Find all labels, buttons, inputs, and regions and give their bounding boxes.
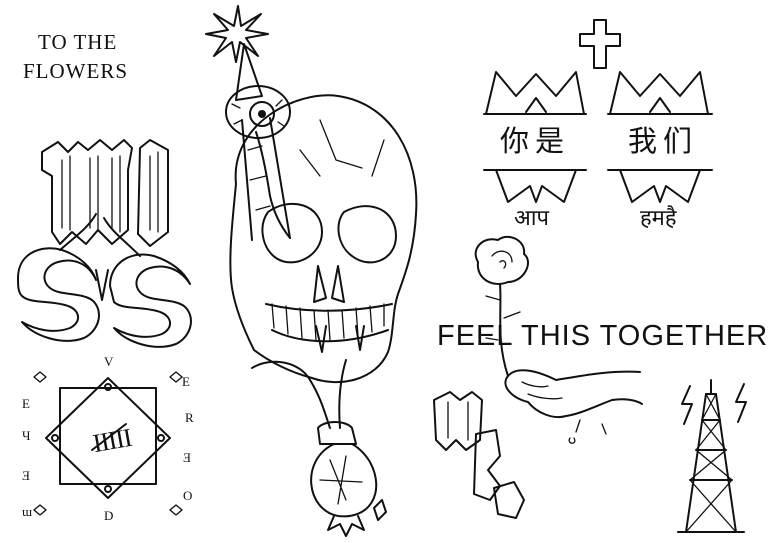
- blackletter-glyph-icon: [433, 391, 525, 519]
- headline-line-1: TO THE: [38, 30, 118, 54]
- sigil-glyph: R: [185, 410, 194, 425]
- sigil-glyph: ɯ: [22, 504, 33, 519]
- headline-line-2: FLOWERS: [23, 59, 129, 83]
- chinese-text-right: 我们: [628, 124, 699, 158]
- blackletter-monogram-icon: [17, 139, 192, 348]
- lightning-icon: [681, 383, 747, 425]
- sigil-glyph: Ǝ: [183, 450, 191, 465]
- cross-icon: [579, 19, 621, 69]
- caption-text: FEEL THIS TOGETHER: [437, 320, 768, 352]
- sigil-glyph: Ч: [22, 428, 31, 443]
- chinese-text-left: 你是: [500, 124, 571, 158]
- hand-icon: [504, 369, 643, 444]
- bulb-icon: [251, 359, 387, 537]
- sigil-glyph: V: [104, 354, 114, 369]
- rose-icon: [474, 235, 529, 377]
- skull-icon: [229, 94, 418, 384]
- sigil-glyph: E: [182, 374, 190, 389]
- radio-tower-icon: [677, 379, 745, 533]
- sigil-glyph: D: [104, 508, 114, 523]
- sigil-glyph: E: [22, 396, 30, 411]
- sigil-icon: [33, 371, 183, 516]
- hindi-text-left: आप: [514, 206, 549, 231]
- hindi-text-right: हमहै: [640, 206, 677, 231]
- star-icon: [205, 5, 269, 63]
- crown-icon: [483, 71, 713, 203]
- dagger-icon: [235, 43, 291, 241]
- eye-icon: [225, 85, 291, 139]
- sigil-glyph: O: [183, 488, 193, 503]
- sigil-glyph: Ǝ: [22, 468, 30, 483]
